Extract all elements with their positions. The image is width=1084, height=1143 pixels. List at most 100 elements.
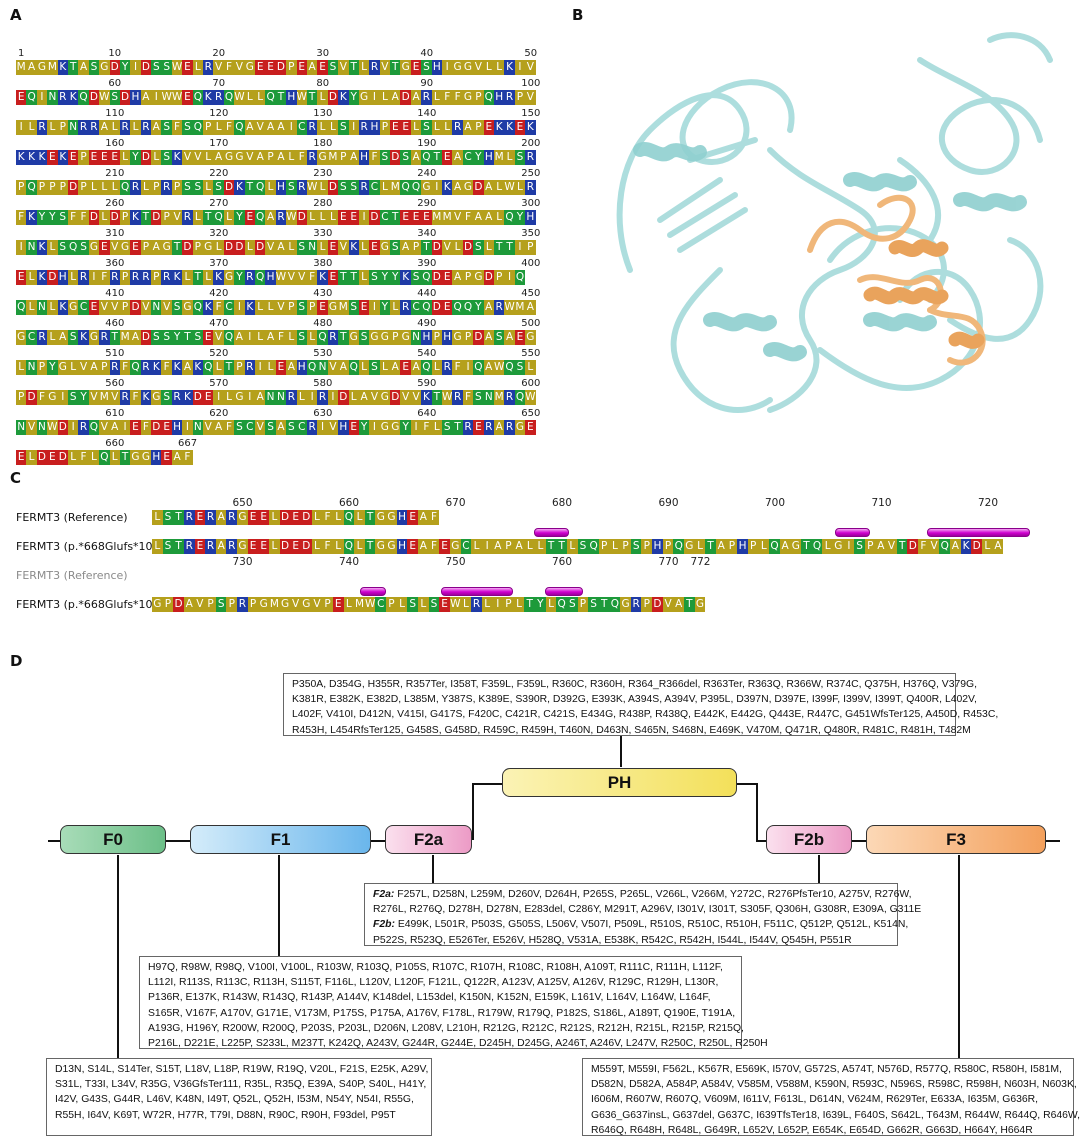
residue: H xyxy=(396,539,408,554)
residue: I xyxy=(442,60,453,75)
residue: L xyxy=(390,300,401,315)
residue: Q xyxy=(588,539,599,554)
domain-f0: F0 xyxy=(60,825,166,854)
residue: R xyxy=(99,330,110,345)
position-number: 350 xyxy=(521,228,541,239)
domain-f2a: F2a xyxy=(385,825,472,854)
residue: H xyxy=(652,539,663,554)
residue: G xyxy=(223,270,235,285)
residue: E xyxy=(327,270,339,285)
residue: L xyxy=(354,539,365,554)
residue: L xyxy=(26,270,37,285)
residue: A xyxy=(286,360,297,375)
residue: F xyxy=(36,390,48,405)
variant-line: S165R, V167F, A170V, G171E, V173M, P175S… xyxy=(148,1007,736,1019)
residue: H xyxy=(442,330,453,345)
residue: I xyxy=(504,270,515,285)
row-label-reference-2: FERMT3 (Reference) xyxy=(16,569,128,582)
residue: E xyxy=(182,90,193,105)
residue: D xyxy=(109,60,120,75)
extension-helix xyxy=(888,239,949,257)
residue: K xyxy=(442,180,453,195)
residue: A xyxy=(358,390,370,405)
residue: V xyxy=(194,597,206,612)
residue: E xyxy=(400,360,411,375)
residue: Q xyxy=(769,539,780,554)
residue: K xyxy=(213,270,224,285)
residue: L xyxy=(286,330,297,345)
residue: I xyxy=(57,390,68,405)
residue: T xyxy=(452,420,463,435)
residue: V xyxy=(473,60,484,75)
residue: E xyxy=(109,150,120,165)
position-number: 610 xyxy=(105,408,125,419)
residue: K xyxy=(504,60,515,75)
residue: N xyxy=(306,240,318,255)
residue: M xyxy=(327,150,339,165)
variant-line: L112I, R113S, R113C, R113H, S115T, F116L… xyxy=(148,977,719,989)
residue: D xyxy=(130,300,141,315)
residue: V xyxy=(442,240,453,255)
residue: L xyxy=(67,270,79,285)
residue: D xyxy=(652,597,663,612)
residue: L xyxy=(286,240,297,255)
residue: D xyxy=(182,240,193,255)
residue: Q xyxy=(514,390,526,405)
residue: S xyxy=(338,120,349,135)
position-number: 140 xyxy=(417,108,437,119)
residue: P xyxy=(161,210,172,225)
residue: A xyxy=(254,390,266,405)
residue: Q xyxy=(317,330,328,345)
residue: L xyxy=(481,597,493,612)
residue: Q xyxy=(421,270,432,285)
residue: R xyxy=(36,330,48,345)
residue: I xyxy=(514,60,526,75)
residue: L xyxy=(203,150,214,165)
residue: V xyxy=(886,539,897,554)
domain-f3: F3 xyxy=(866,825,1046,854)
residue: R xyxy=(140,270,152,285)
residue: P xyxy=(473,120,484,135)
residue: Q xyxy=(99,450,110,465)
residue: S xyxy=(514,360,526,375)
residue: F xyxy=(462,390,474,405)
residue: Q xyxy=(16,300,27,315)
position-number: 600 xyxy=(521,378,541,389)
residue: T xyxy=(338,270,349,285)
helix-marker xyxy=(835,528,870,537)
residue: K xyxy=(36,240,48,255)
residue: L xyxy=(182,270,193,285)
residue: V xyxy=(525,60,536,75)
residue: H xyxy=(338,420,349,435)
residue: V xyxy=(286,270,297,285)
residue: G xyxy=(375,539,387,554)
residue: L xyxy=(213,360,224,375)
residue: S xyxy=(182,120,193,135)
residue: L xyxy=(47,240,58,255)
variant-line: M559T, M559I, F562L, K567R, E569K, I570V… xyxy=(591,1064,1062,1075)
residue: A xyxy=(779,539,791,554)
residue: G xyxy=(203,240,214,255)
residue: R xyxy=(244,270,255,285)
residue: A xyxy=(183,597,195,612)
residue: L xyxy=(358,60,370,75)
position-number: 370 xyxy=(209,258,229,269)
position-number: 50 xyxy=(524,48,538,59)
residue: I xyxy=(348,120,359,135)
residue: K xyxy=(171,360,183,375)
residue: T xyxy=(275,90,287,105)
residue: E xyxy=(400,120,411,135)
residue: D xyxy=(369,210,380,225)
residue: R xyxy=(237,597,248,612)
residue: G xyxy=(348,330,359,345)
residue: E xyxy=(442,270,453,285)
residue: A xyxy=(171,450,183,465)
residue: P xyxy=(390,330,401,345)
residue: K xyxy=(317,270,328,285)
residue: I xyxy=(182,420,193,435)
residue: D xyxy=(223,240,235,255)
residue: P xyxy=(36,360,48,375)
